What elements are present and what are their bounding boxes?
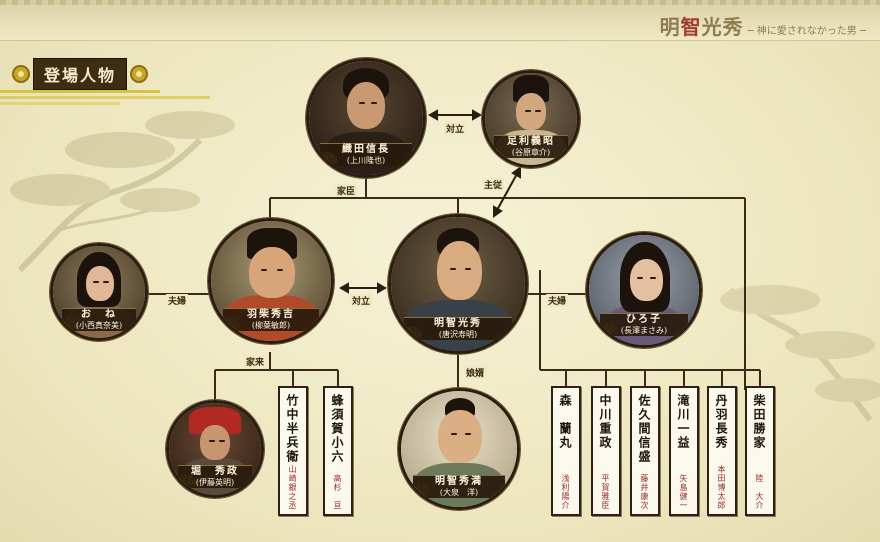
relation-rival-label: 対立: [350, 294, 373, 307]
portrait-hashiba-hideyoshi[interactable]: 羽柴秀吉 (柳葉敏郎): [208, 218, 334, 344]
relation-lord-label: 主従: [482, 178, 505, 191]
name-plate: 明智秀満 (大泉 洋): [412, 474, 506, 498]
relation-retainer-label: 家来: [244, 355, 267, 368]
name-plate: 堀 秀政 (伊藤英明): [178, 464, 252, 488]
heading-stripe: [0, 90, 160, 93]
character-card[interactable]: 柴田勝家 陸 大介: [745, 386, 775, 516]
portrait-akechi-hidemitsu[interactable]: 明智秀満 (大泉 洋): [398, 388, 520, 510]
brand-subtitle: ─ 神に愛されなかった男 ─: [747, 26, 866, 37]
name-plate: 明智光秀 (唐沢寿明): [404, 317, 512, 341]
portrait-hori-hidemasa[interactable]: 堀 秀政 (伊藤英明): [166, 400, 264, 498]
family-crest-icon: [12, 65, 30, 83]
relation-couple-label: 夫婦: [166, 294, 189, 307]
name-plate: 羽柴秀吉 (柳葉敏郎): [223, 308, 319, 332]
family-crest-icon: [130, 65, 149, 83]
brand-logo[interactable]: 明智光秀 ─ 神に愛されなかった男 ─: [660, 14, 866, 40]
top-banner: 明智光秀 ─ 神に愛されなかった男 ─: [0, 0, 880, 41]
character-card[interactable]: 森 蘭丸 浅利陽介: [551, 386, 581, 516]
section-heading-text: 登場人物: [33, 58, 128, 90]
character-card[interactable]: 丹羽長秀 本田博太郎: [707, 386, 737, 516]
portrait-hiroko[interactable]: ひろ子 (長澤まさみ): [586, 232, 702, 348]
character-card[interactable]: 中川重政 平賀雅臣: [591, 386, 621, 516]
character-card[interactable]: 竹中半兵衛 山崎銀之丞: [278, 386, 308, 516]
character-card[interactable]: 蜂須賀小六 高杉 亘: [323, 386, 353, 516]
heading-stripe: [0, 96, 210, 99]
portrait-ashikaga-yoshiaki[interactable]: 足利義昭 (谷原章介): [482, 70, 580, 168]
name-plate: 織田信長 (上川隆也): [320, 142, 412, 166]
name-plate: ひろ子 (長澤まさみ): [600, 313, 688, 337]
heading-stripe: [0, 102, 120, 105]
character-card[interactable]: 佐久間信盛 藤井康次: [630, 386, 660, 516]
portrait-akechi-mitsuhide[interactable]: 明智光秀 (唐沢寿明): [388, 214, 528, 354]
brand-title: 明智光秀: [659, 15, 744, 39]
portrait-one[interactable]: お ね (小西真奈美): [50, 243, 148, 341]
name-plate: 足利義昭 (谷原章介): [494, 134, 568, 158]
portrait-oda-nobunaga[interactable]: 織田信長 (上川隆也): [306, 58, 426, 178]
character-card[interactable]: 滝川一益 矢島健一: [669, 386, 699, 516]
relation-son-in-law-label: 娘婿: [464, 366, 487, 379]
relation-couple-label: 夫婦: [546, 294, 569, 307]
name-plate: お ね (小西真奈美): [62, 307, 136, 331]
relation-rival-label: 対立: [444, 122, 467, 135]
relation-vassal-label: 家臣: [335, 184, 358, 197]
section-heading: 登場人物: [12, 58, 149, 90]
